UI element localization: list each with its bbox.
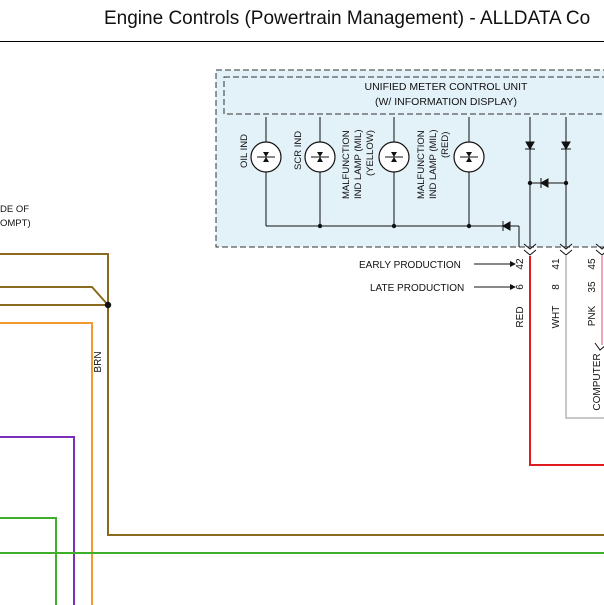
lamp-label-mil-yellow-2: IND LAMP (MIL) xyxy=(353,129,364,199)
brown-splice-dot xyxy=(104,301,112,309)
arrow-head-late xyxy=(510,284,516,290)
left-note-line2: OMPT) xyxy=(0,218,31,229)
wire-label-pnk: PNK xyxy=(587,305,598,326)
lamp-label-mil-red-2: IND LAMP (MIL) xyxy=(428,129,439,199)
arrow-head-early xyxy=(510,261,516,267)
pin-pnk-late: 35 xyxy=(587,281,598,293)
control-unit-name: UNIFIED METER CONTROL UNIT xyxy=(365,81,529,93)
production-arrows xyxy=(474,263,510,288)
connector-chevrons xyxy=(523,243,604,256)
lamp-icon-oil xyxy=(250,141,282,173)
lamp-label-oil: OIL IND xyxy=(239,134,250,168)
lamp-label-mil-red-3: (RED) xyxy=(440,132,451,158)
pin-red-late: 6 xyxy=(515,284,526,290)
lamp-icon-mil-yellow xyxy=(378,141,410,173)
external-wires xyxy=(0,253,604,605)
early-production-label: EARLY PRODUCTION xyxy=(359,260,461,271)
lamp-icon-mil-red xyxy=(453,141,485,173)
pin-wht-late: 8 xyxy=(551,284,562,290)
lamp-icon-scr xyxy=(304,141,336,173)
page-title: Engine Controls (Powertrain Management) … xyxy=(104,8,591,29)
page-header: Engine Controls (Powertrain Management) … xyxy=(0,0,604,42)
computer-connector-icon xyxy=(594,342,604,351)
lamp-label-mil-red-1: MALFUNCTION xyxy=(416,130,427,199)
diode-icons xyxy=(501,141,571,231)
left-note-line1: DE OF xyxy=(0,204,29,215)
pin-pnk-early: 45 xyxy=(587,258,598,270)
wire-label-brn: BRN xyxy=(93,351,104,372)
computer-label: COMPUTER xyxy=(592,353,603,410)
control-unit-subtitle: (W/ INFORMATION DISPLAY) xyxy=(375,96,517,108)
lamp-label-mil-yellow-1: MALFUNCTION xyxy=(341,130,352,199)
wire-label-red: RED xyxy=(515,306,526,327)
late-production-label: LATE PRODUCTION xyxy=(370,283,464,294)
pin-wht-early: 41 xyxy=(551,258,562,270)
lamp-label-mil-yellow-3: (YELLOW) xyxy=(365,130,376,176)
pin-red-early: 42 xyxy=(515,258,526,270)
lamp-label-scr: SCR IND xyxy=(293,131,304,170)
wire-label-wht: WHT xyxy=(551,306,562,329)
control-unit-title-box xyxy=(223,76,604,115)
junction-dots xyxy=(317,180,569,229)
